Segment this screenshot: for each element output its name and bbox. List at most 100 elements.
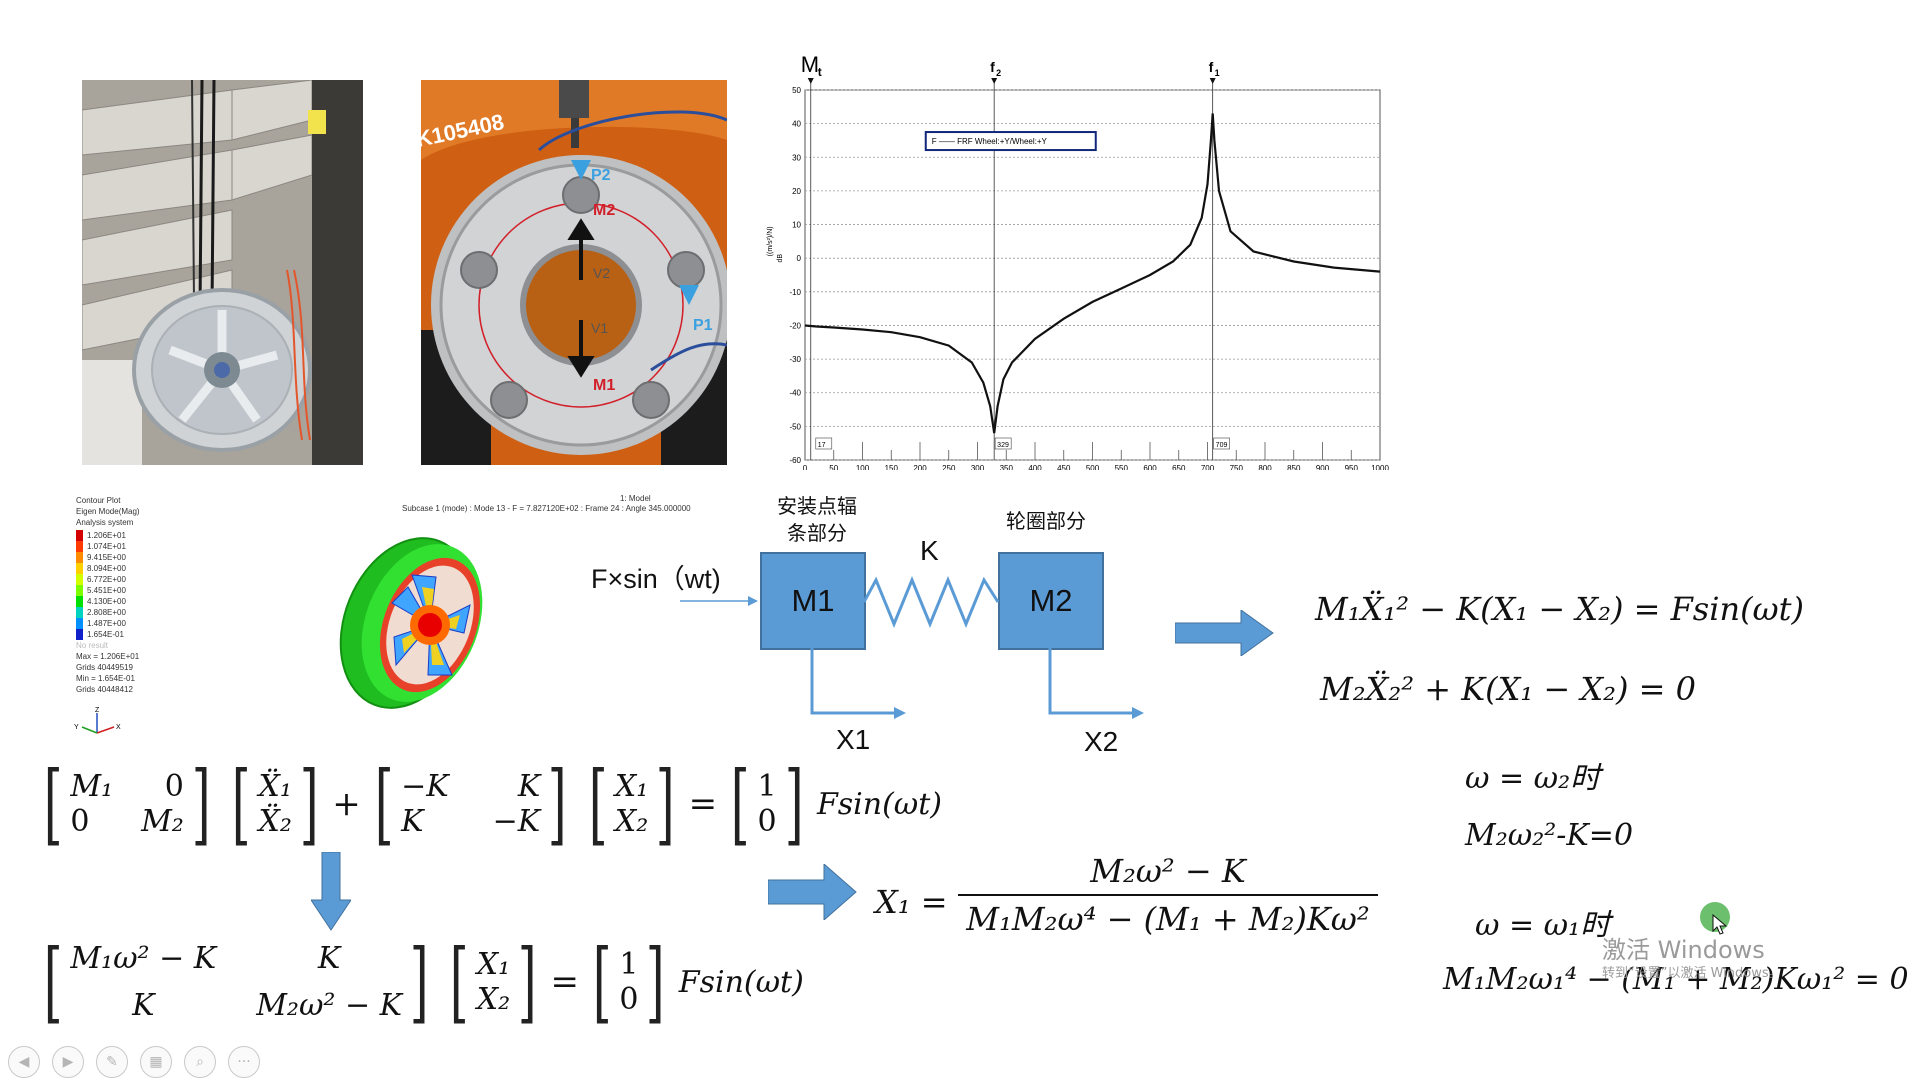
label-v2: V2 (593, 265, 610, 281)
zoom-icon: ⌕ (196, 1054, 204, 1070)
fea-model-label: 1: Model (620, 494, 651, 503)
fea-axis-triad: Z X Y (74, 707, 121, 734)
x-tick-label: 450 (1057, 464, 1071, 470)
arrow-to-solution (768, 864, 857, 920)
matrix-rhs-1: Fsin(ωt) (816, 786, 942, 822)
condition-omega1: ω = ω₁时 (1475, 908, 1611, 943)
solution-x1-lhs: X₁ = (875, 883, 948, 921)
x-tick-label: 0 (803, 464, 808, 470)
slides-icon: ▦ (149, 1054, 163, 1070)
fea-scale-row: 5.451E+00 (76, 585, 140, 596)
x-tick-label: 650 (1172, 464, 1186, 470)
fea-scale-swatch (76, 563, 83, 574)
force-label: F×sin（wt) (591, 564, 721, 594)
label-p2: P2 (591, 167, 611, 184)
fea-legend-sub2: Analysis system (76, 518, 134, 527)
x2-label: X2 (1084, 726, 1119, 757)
fea-scale-row: 9.415E+00 (76, 552, 140, 563)
cursor-label: 17 (818, 442, 826, 449)
axis-z-label: Z (95, 707, 100, 714)
x-tick-label: 850 (1287, 464, 1301, 470)
fea-scale-swatch (76, 618, 83, 629)
rim-label: 轮圈部分 (1006, 509, 1086, 533)
fea-scale-value: 4.130E+00 (87, 597, 126, 606)
fea-scale-row: 1.654E-01 (76, 629, 140, 640)
fea-scale-value: 1.074E+01 (87, 542, 126, 551)
mouse-pointer-icon (1712, 914, 1728, 935)
x-tick-label: 300 (971, 464, 985, 470)
activation-watermark-title: 激活 Windows (1602, 936, 1765, 964)
mass-m2-box: M2 (998, 552, 1104, 650)
fea-legend-title: Contour Plot (76, 496, 121, 505)
fea-scale-value: 2.808E+00 (87, 608, 126, 617)
prev-slide-button[interactable]: ◀ (8, 1046, 40, 1078)
y-tick-label: 50 (792, 86, 801, 95)
pen-button[interactable]: ✎ (96, 1046, 128, 1078)
fea-scale-row: 1.206E+01 (76, 530, 140, 541)
y-tick-label: 20 (792, 187, 801, 196)
y-axis-db: dB (777, 254, 784, 263)
label-p1: P1 (693, 317, 713, 334)
fea-scale-swatch (76, 530, 83, 541)
marker-label: f (990, 59, 995, 75)
x-tick-label: 750 (1230, 464, 1244, 470)
marker-label: M (801, 52, 819, 77)
x-tick-label: 200 (913, 464, 927, 470)
fea-scale-value: 6.772E+00 (87, 575, 126, 584)
activation-watermark-sub: 转到“设置”以激活 Windows。 (1602, 966, 1782, 981)
x-tick-label: 100 (856, 464, 870, 470)
displacement-x2-arrow (1048, 648, 1144, 719)
frf-curve (804, 113, 1381, 434)
fea-wheel-mode-shape (339, 537, 483, 709)
y-tick-label: -30 (789, 355, 801, 364)
marker-triangle (991, 78, 998, 84)
next-slide-button[interactable]: ▶ (52, 1046, 84, 1078)
fea-scale-value: 1.206E+01 (87, 531, 126, 540)
x-tick-label: 550 (1115, 464, 1129, 470)
fea-scale-value: 1.654E-01 (87, 630, 124, 639)
fea-max: Max = 1.206E+01 (76, 652, 140, 661)
next-icon: ▶ (62, 1054, 74, 1070)
y-tick-label: -20 (789, 321, 801, 330)
mount-spoke-label-line1: 安装点辐 (777, 494, 857, 518)
legend-entry: F —— FRF Wheel:+Y/Wheel:+Y (932, 137, 1048, 146)
condition-omega2: ω = ω₂时 (1465, 761, 1601, 796)
legend-box (924, 131, 1097, 152)
cursor-box (994, 437, 1012, 450)
more-button[interactable]: ··· (228, 1046, 260, 1078)
solution-numerator: M₂ω² − K (1090, 852, 1246, 890)
force-arrow (680, 596, 758, 606)
axis-y-label: Y (74, 724, 79, 731)
y-tick-label: -60 (789, 456, 801, 465)
fea-scale-swatch (76, 607, 83, 618)
x-tick-label: 600 (1143, 464, 1157, 470)
solution-denominator: M₁M₂ω⁴ − (M₁ + M₂)Kω² (966, 900, 1370, 938)
result-omega1: M₁M₂ω₁⁴ − (M₁ + M₂)Kω₁² = 0 (1443, 962, 1909, 997)
x-tick-label: 250 (942, 464, 956, 470)
zoom-button[interactable]: ⌕ (184, 1046, 216, 1078)
y-tick-label: 10 (792, 221, 801, 230)
fea-legend: Contour Plot Eigen Mode(Mag) Analysis sy… (76, 495, 140, 695)
mount-points-photo: K105408 P2 P1 M2 M1 V2 V1 (421, 80, 727, 465)
fea-scale-swatch (76, 574, 83, 585)
equation-motion-1: M₁Ẍ₁² − K(X₁ − X₂) = Fsin(ωt) (1315, 590, 1804, 628)
marker-triangle (1209, 78, 1216, 84)
arrow-to-equations (1175, 610, 1274, 656)
slides-button[interactable]: ▦ (140, 1046, 172, 1078)
y-tick-label: 30 (792, 153, 801, 162)
marker-sub: 1 (1215, 68, 1220, 78)
marker-triangle (807, 78, 814, 84)
x1-label: X1 (836, 724, 871, 755)
fea-scale-row: 2.808E+00 (76, 607, 140, 618)
fea-scale-value: 9.415E+00 (87, 553, 126, 562)
fea-scale-swatch (76, 541, 83, 552)
cursor-label: 329 (997, 442, 1009, 449)
y-tick-label: 0 (797, 254, 802, 263)
wheel-suspended-photo (82, 80, 363, 465)
